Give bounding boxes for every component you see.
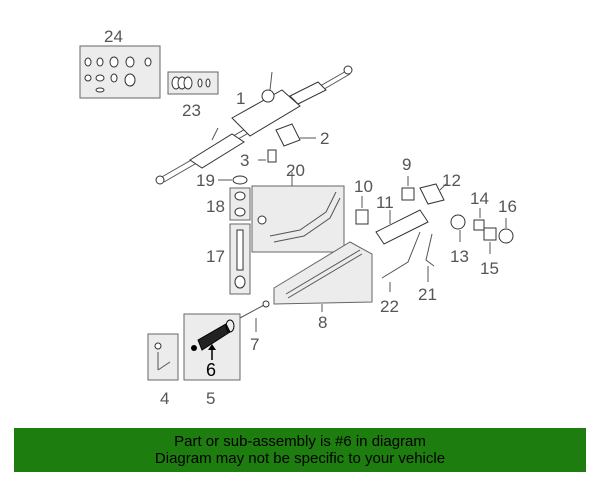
- callout-10: 10: [354, 177, 373, 196]
- callout-13: 13: [450, 247, 469, 266]
- callout-3: 3: [240, 151, 249, 170]
- banner-line-1: Part or sub-assembly is #6 in diagram: [174, 433, 426, 450]
- part-19-washer: [218, 175, 248, 185]
- part-22-hose: [381, 231, 421, 292]
- part-21-hose: [425, 233, 435, 282]
- callout-11: 11: [376, 193, 394, 212]
- banner-line-2: Diagram may not be specific to your vehi…: [154, 450, 446, 467]
- callout-14: 14: [470, 189, 489, 208]
- part-1-steering-rack: [155, 65, 353, 185]
- part-12-valve-body: [419, 183, 447, 205]
- callout-9: 9: [402, 155, 411, 174]
- part-11-housing: [375, 209, 429, 245]
- part-7-inner-tie-rod: [239, 300, 270, 332]
- callout-7: 7: [250, 335, 259, 354]
- parts-diagram: 24 23 1 2 3 19 18 17 20 10 11 9 12 14 16…: [79, 27, 517, 408]
- callout-21: 21: [418, 285, 437, 304]
- info-banner: Part or sub-assembly is #6 in diagram Di…: [14, 428, 586, 472]
- part-13-union: [450, 214, 466, 242]
- callout-2: 2: [320, 129, 329, 148]
- callout-15: 15: [480, 259, 499, 278]
- part-15-nut: [483, 227, 497, 254]
- part-8-rack: [273, 241, 373, 312]
- callout-5: 5: [206, 389, 215, 408]
- callout-4: 4: [160, 389, 169, 408]
- part-2-bracket: [275, 123, 316, 147]
- callout-20: 20: [286, 161, 305, 180]
- part-4-tie-rod-end: [147, 333, 179, 381]
- callout-23: 23: [182, 101, 201, 120]
- callout-6: 6: [206, 360, 216, 380]
- part-20-lines: [251, 172, 345, 253]
- callout-24: 24: [104, 27, 123, 46]
- callout-12: 12: [442, 171, 461, 190]
- callout-8: 8: [318, 313, 327, 332]
- callout-19: 19: [196, 171, 215, 190]
- part-17-valve: [229, 223, 251, 295]
- part-3-bolt: [258, 149, 277, 163]
- part-23-o-rings: [167, 71, 219, 95]
- part-10-seal: [355, 196, 369, 225]
- callout-22: 22: [380, 297, 399, 316]
- callout-17: 17: [206, 247, 225, 266]
- callout-18: 18: [206, 197, 225, 216]
- part-24-seal-kit: [79, 45, 161, 99]
- part-9-cover: [401, 176, 415, 201]
- part-14-bolt: [473, 208, 485, 231]
- part-6-boot-highlighted: [191, 319, 235, 360]
- callout-16: 16: [498, 197, 517, 216]
- part-16-cap: [498, 218, 514, 244]
- part-18-bushings: [229, 187, 251, 221]
- callout-1: 1: [236, 89, 245, 108]
